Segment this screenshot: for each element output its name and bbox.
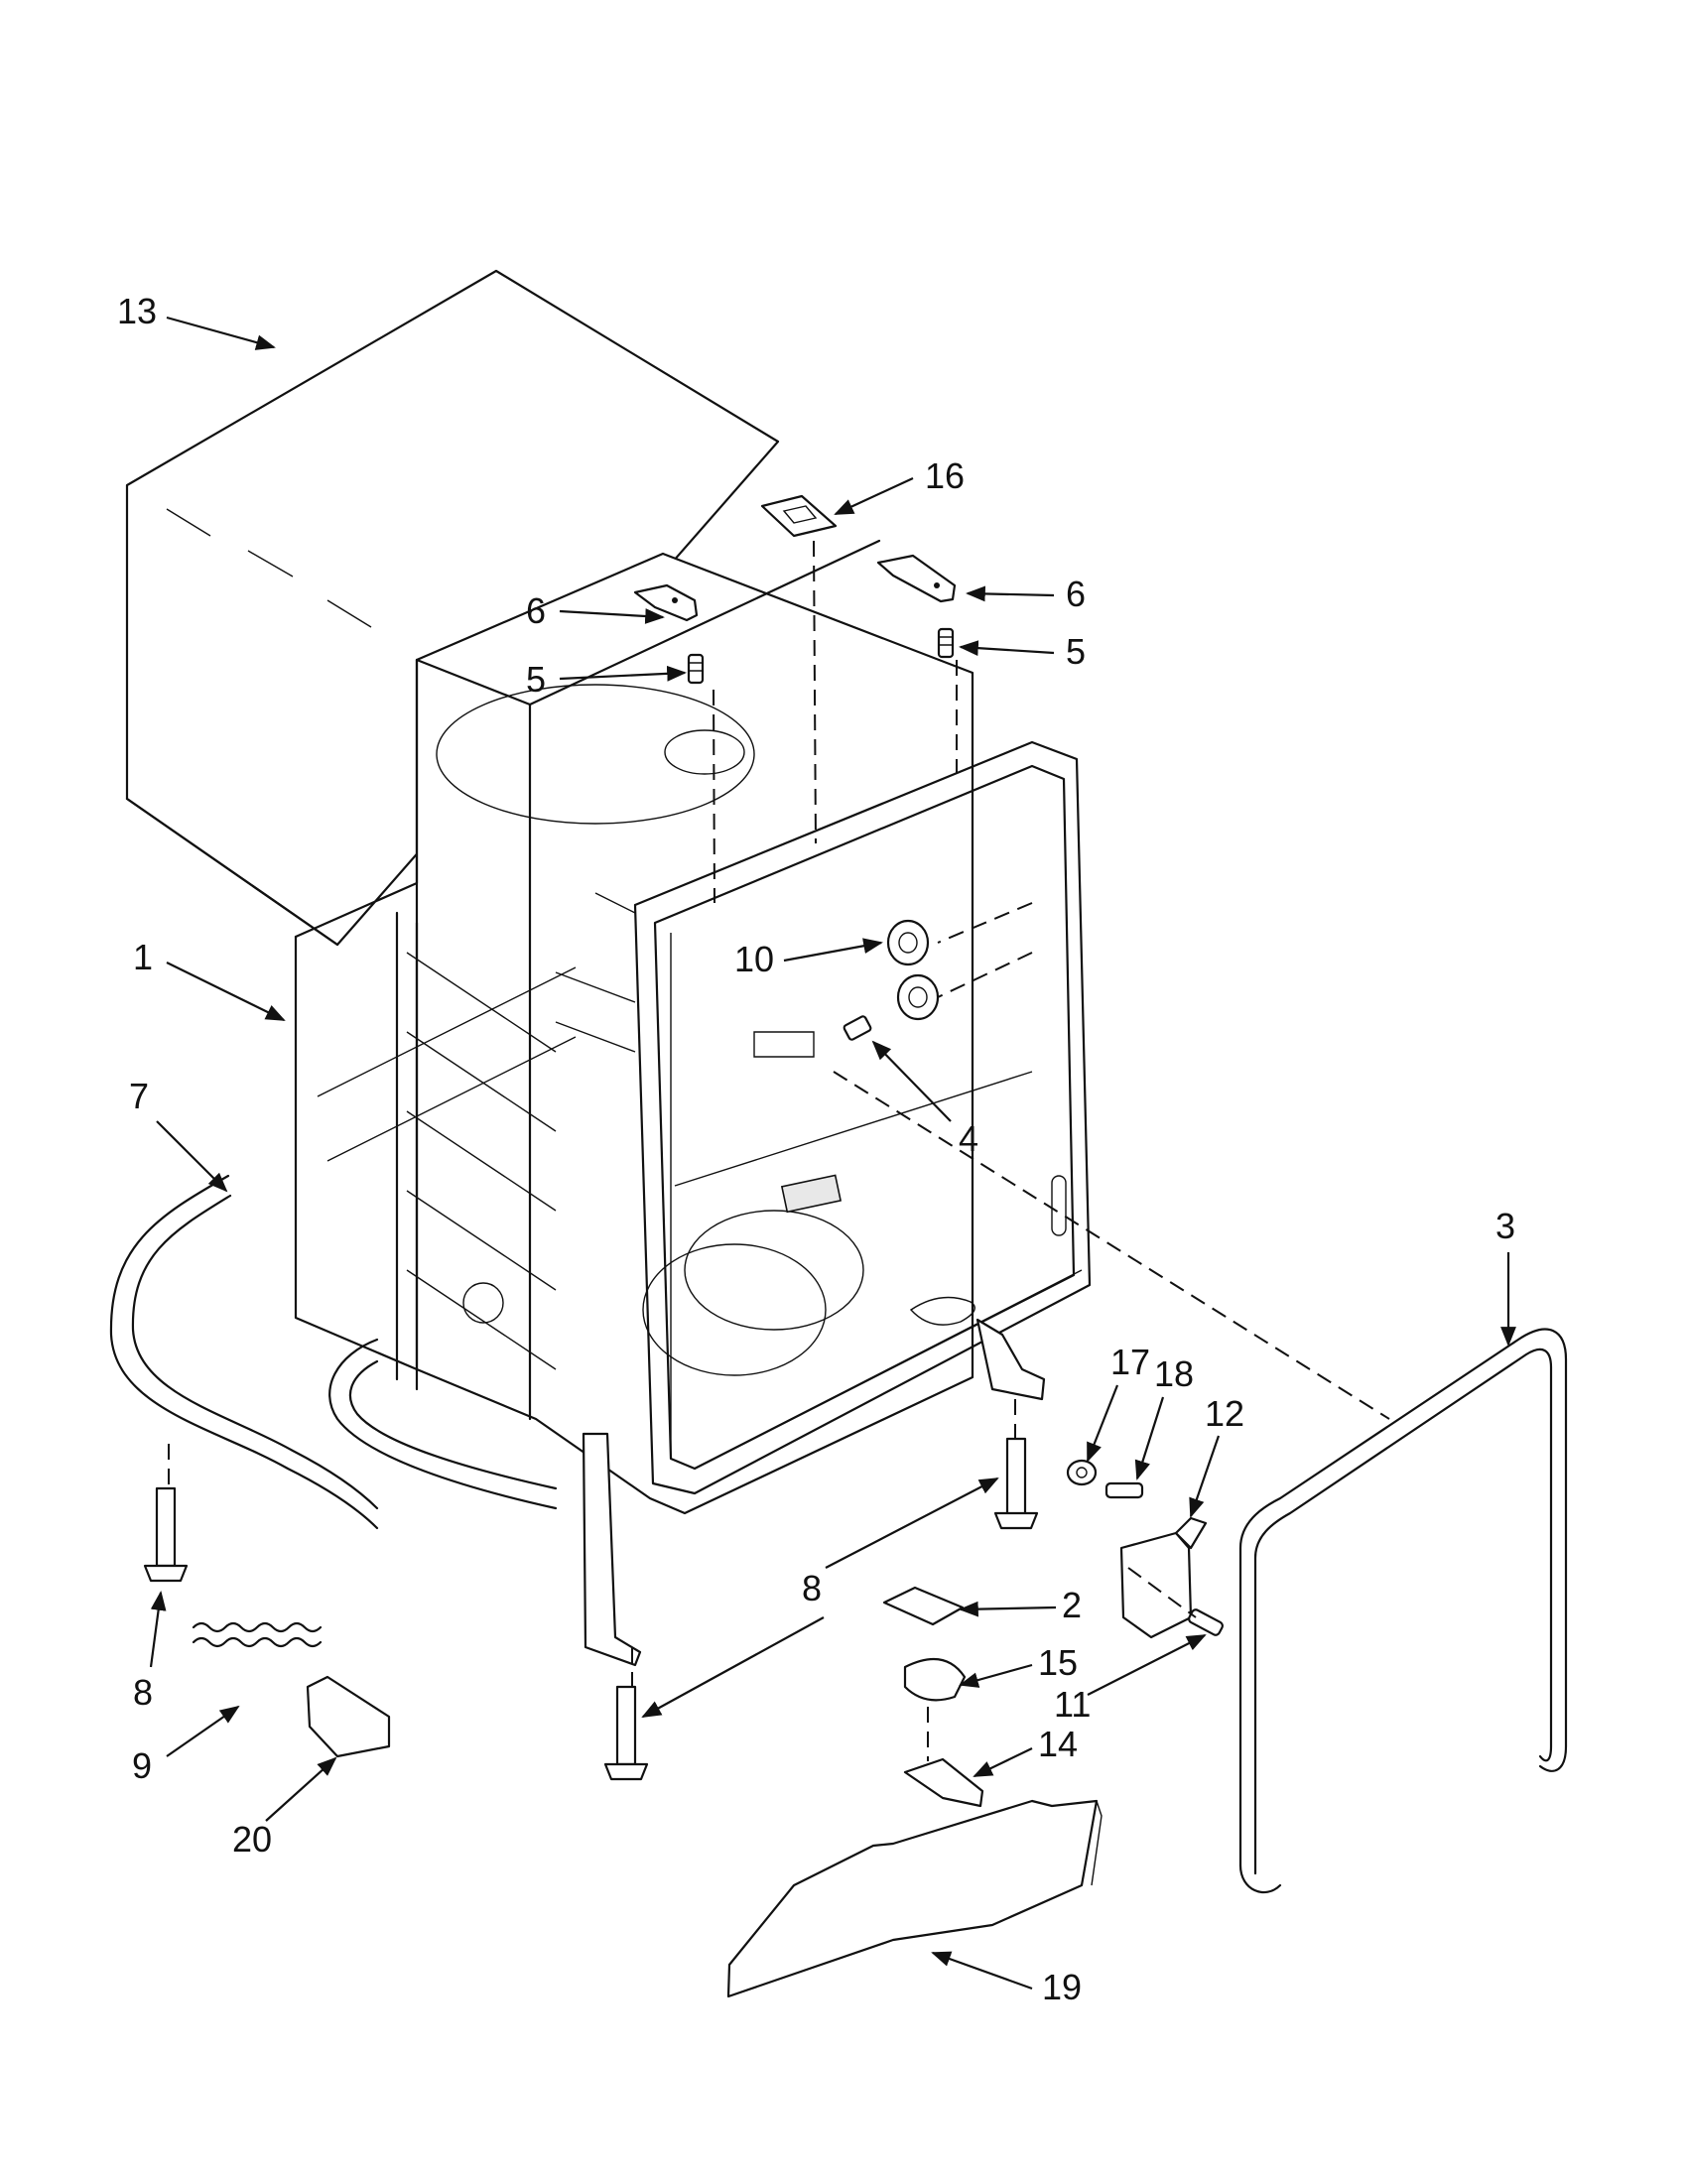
part-8-leveler-left bbox=[143, 1486, 189, 1583]
callouts: 13 16 6 6 5 5 1 10 4 7 3 17 18 12 8 8 2 … bbox=[117, 291, 1515, 2007]
part-2-pad bbox=[882, 1586, 965, 1626]
callout-6-right: 6 bbox=[1066, 574, 1086, 614]
tub-front-frame bbox=[633, 740, 1092, 1495]
tub-floor bbox=[642, 1031, 1083, 1470]
callout-11: 11 bbox=[1054, 1684, 1091, 1725]
part-3-door-gasket bbox=[1238, 1328, 1568, 1894]
callout-16: 16 bbox=[925, 455, 965, 496]
leader-arrows bbox=[149, 316, 1516, 1991]
callout-2: 2 bbox=[1062, 1585, 1082, 1625]
callout-19: 19 bbox=[1042, 1967, 1082, 2007]
callout-13: 13 bbox=[117, 291, 157, 331]
part-16-clip bbox=[760, 494, 838, 538]
tub-body bbox=[294, 539, 974, 1515]
callout-20: 20 bbox=[232, 1819, 272, 1860]
part-14-bracket bbox=[903, 1757, 984, 1808]
callout-1: 1 bbox=[133, 937, 153, 977]
part-8-leveler-middle bbox=[603, 1685, 649, 1781]
front-leg-brackets bbox=[582, 1318, 1046, 1667]
part-6-bracket-left bbox=[633, 583, 699, 622]
assembly-dashed-lines bbox=[168, 540, 1390, 1761]
callout-14: 14 bbox=[1038, 1724, 1078, 1764]
callout-4: 4 bbox=[959, 1118, 978, 1159]
part-19-toe-panel bbox=[726, 1799, 1103, 1998]
part-15-sensor bbox=[903, 1657, 967, 1702]
part-10-rack-guides bbox=[886, 919, 940, 1021]
callout-17: 17 bbox=[1110, 1342, 1150, 1382]
rack-rails bbox=[317, 911, 577, 1391]
part-5-screw-right bbox=[937, 627, 955, 659]
callout-3: 3 bbox=[1495, 1206, 1515, 1246]
part-20-block bbox=[306, 1675, 391, 1758]
part-7-tubing bbox=[109, 1174, 558, 1530]
callout-8-left: 8 bbox=[133, 1672, 153, 1713]
callout-8-middle: 8 bbox=[802, 1568, 822, 1608]
part-9-spring bbox=[192, 1621, 323, 1648]
part-5-screw-left bbox=[687, 653, 705, 685]
callout-12: 12 bbox=[1205, 1393, 1244, 1434]
callout-7: 7 bbox=[129, 1076, 149, 1116]
callout-18: 18 bbox=[1154, 1353, 1194, 1394]
callout-6-left: 6 bbox=[526, 590, 546, 631]
part-6-bracket-right bbox=[876, 554, 957, 603]
callout-9: 9 bbox=[132, 1745, 152, 1786]
callout-15: 15 bbox=[1038, 1642, 1078, 1683]
callout-5-left: 5 bbox=[526, 659, 546, 700]
callout-5-right: 5 bbox=[1066, 631, 1086, 672]
part-18-screw bbox=[1104, 1481, 1144, 1499]
part-8-leveler-right bbox=[993, 1437, 1039, 1530]
part-11-screw bbox=[1188, 1608, 1224, 1636]
part-4-screw bbox=[843, 1015, 872, 1041]
callout-10: 10 bbox=[734, 939, 774, 979]
part-17-nut bbox=[1066, 1459, 1098, 1486]
